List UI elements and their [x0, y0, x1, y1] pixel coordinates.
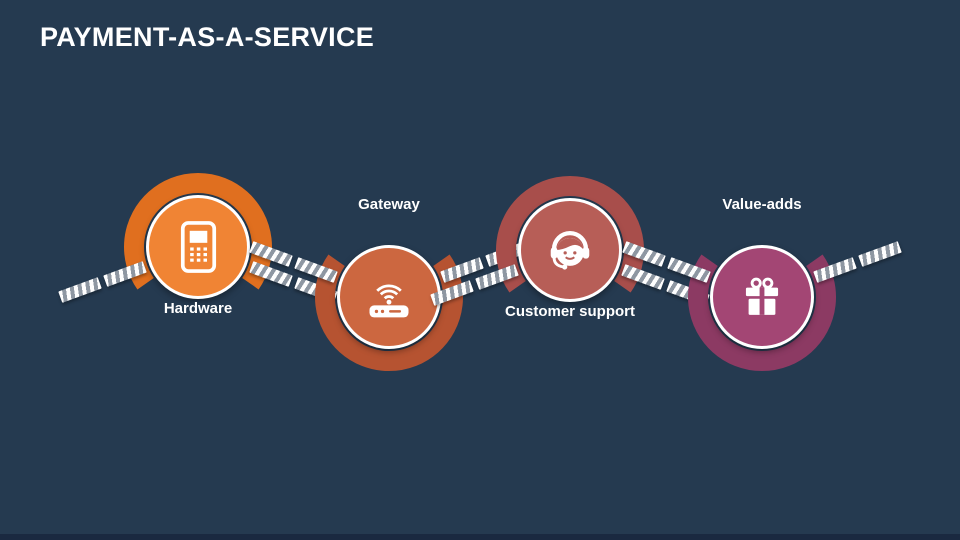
- gateway-circle: [337, 245, 441, 349]
- gift-icon: [745, 277, 779, 315]
- node-label-customer-support: Customer support: [504, 303, 635, 320]
- bottom-edge-strip: [0, 534, 960, 540]
- value-adds-arc: [688, 254, 836, 372]
- support-agent-icon: [550, 230, 590, 270]
- gateway-arc: [315, 254, 463, 372]
- mobile-phone-icon: [180, 221, 216, 273]
- customer-support-circle: [518, 198, 622, 302]
- wifi-router-icon: [369, 284, 409, 318]
- value-adds-circle: [710, 245, 814, 349]
- connector-stripe: [58, 277, 102, 303]
- node-label-gateway: Gateway: [358, 196, 420, 213]
- hardware-circle: [146, 195, 250, 299]
- node-label-hardware: Hardware: [163, 300, 233, 317]
- connector-stripe: [858, 241, 902, 267]
- node-label-value-adds: Value-adds: [722, 196, 802, 213]
- page-title: PAYMENT-AS-A-SERVICE: [40, 22, 375, 52]
